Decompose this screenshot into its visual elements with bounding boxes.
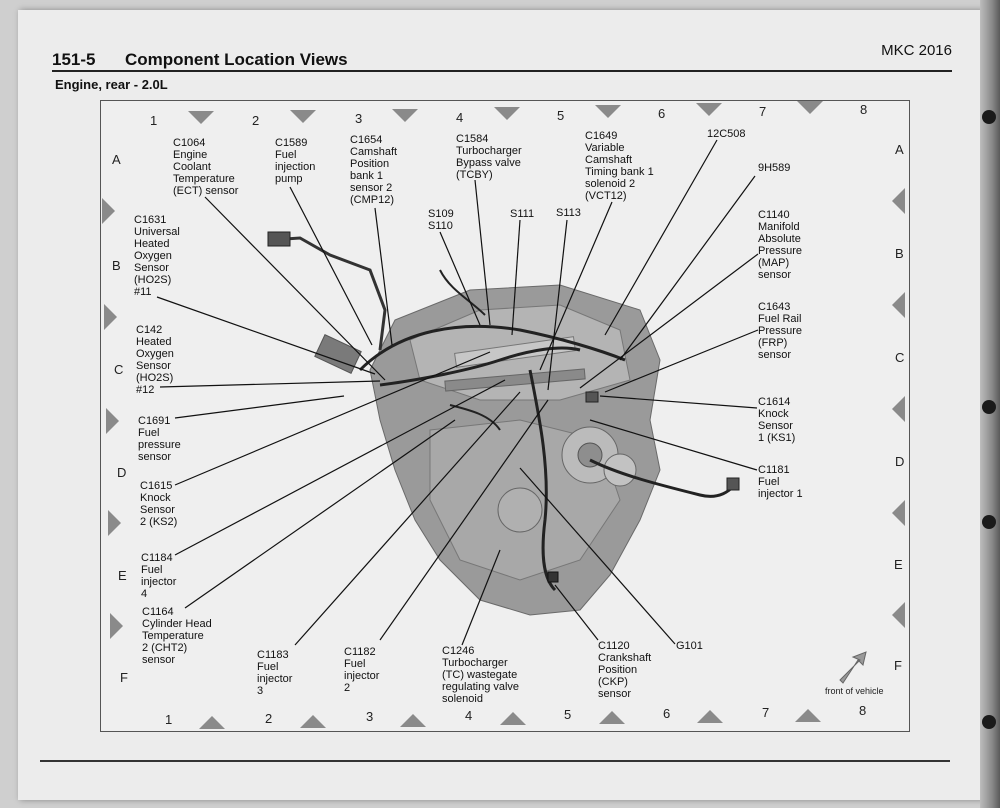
label-c1183: C1183 Fuel injector 3 (257, 649, 293, 697)
grid-col-top: 1 (150, 113, 158, 128)
grid-marker (106, 408, 119, 434)
grid-marker (199, 716, 225, 729)
label-c1631: C1631 Universal Heated Oxygen Sensor (HO… (134, 214, 180, 298)
grid-marker (797, 101, 823, 114)
grid-marker (400, 714, 426, 727)
label-12c508: 12C508 (707, 128, 746, 140)
page-stack-edge (980, 0, 1000, 808)
grid-col-bottom: 4 (465, 708, 473, 723)
leader-lines (156, 139, 759, 646)
grid-marker (892, 396, 905, 422)
front-of-vehicle-arrow-icon (839, 651, 867, 684)
grid-row-left: E (118, 568, 127, 583)
grid-row-right: C (895, 350, 905, 365)
binder-hole (982, 515, 996, 529)
grid-row-left: C (114, 362, 124, 377)
grid-row-left: F (120, 670, 128, 685)
label-c1584: C1584 Turbocharger Bypass valve (TCBY) (456, 133, 522, 181)
label-s111: S111 (510, 208, 535, 220)
grid-row-right: E (894, 557, 903, 572)
grid-marker (892, 188, 905, 214)
view-subtitle: Engine, rear - 2.0L (55, 77, 168, 92)
label-c1614: C1614 Knock Sensor 1 (KS1) (758, 396, 796, 444)
label-s109-s110: S109 S110 (428, 208, 454, 232)
grid-marker (795, 709, 821, 722)
label-c1589: C1589 Fuel injection pump (275, 137, 316, 185)
grid-col-bottom: 5 (564, 707, 572, 722)
grid-marker (188, 111, 214, 124)
grid-marker (696, 103, 722, 116)
label-c1643: C1643 Fuel Rail Pressure (FRP) sensor (758, 301, 803, 361)
grid-marker (392, 109, 418, 122)
label-c142: C142 Heated Oxygen Sensor (HO2S) #12 (136, 324, 174, 396)
grid-row-left: B (112, 258, 121, 273)
grid-marker (110, 613, 123, 639)
grid-row-left: D (117, 465, 127, 480)
grid-col-top: 7 (759, 104, 767, 119)
grid-col-top: 5 (557, 108, 565, 123)
engine-illustration (267, 231, 740, 616)
label-c1246: C1246 Turbocharger (TC) wastegate regula… (442, 645, 520, 705)
grid-marker (599, 711, 625, 724)
grid-col-bottom: 7 (762, 705, 770, 720)
grid-marker (697, 710, 723, 723)
binder-hole (982, 400, 996, 414)
label-g101: G101 (676, 640, 703, 652)
grid-col-bottom: 1 (165, 712, 173, 727)
grid-marker (892, 500, 905, 526)
grid-marker (595, 105, 621, 118)
section-number: 151-5 (52, 50, 96, 69)
grid-row-left: A (112, 152, 121, 167)
grid-marker (494, 107, 520, 120)
grid-col-bottom: 3 (366, 709, 374, 724)
grid-col-bottom: 6 (663, 706, 671, 721)
header-rule (52, 70, 952, 72)
binder-hole (982, 715, 996, 729)
grid-col-bottom: 2 (265, 711, 273, 726)
label-c1120: C1120 Crankshaft Position (CKP) sensor (598, 640, 652, 700)
footer-rule (40, 760, 950, 762)
grid-row-right: B (895, 246, 904, 261)
label-c1184: C1184 Fuel injector 4 (141, 552, 177, 600)
binder-hole (982, 110, 996, 124)
label-c1064: C1064 Engine Coolant Temperature (ECT) s… (173, 137, 239, 197)
grid-col-top: 4 (456, 110, 464, 125)
label-c1691: C1691 Fuel pressure sensor (138, 415, 181, 463)
grid-col-top: 8 (860, 102, 868, 117)
grid-marker (104, 304, 117, 330)
label-c1181: C1181 Fuel injector 1 (758, 464, 803, 500)
grid-marker (108, 510, 121, 536)
label-c1615: C1615 Knock Sensor 2 (KS2) (140, 480, 178, 528)
grid-marker (500, 712, 526, 725)
grid-marker (892, 292, 905, 318)
grid-col-top: 3 (355, 111, 363, 126)
grid-col-top: 6 (658, 106, 666, 121)
grid-row-right: F (894, 658, 902, 673)
grid-marker (300, 715, 326, 728)
grid-row-right: A (895, 142, 904, 157)
grid-marker (892, 602, 905, 628)
grid-marker (290, 110, 316, 123)
grid-marker (102, 198, 115, 224)
front-of-vehicle-label: front of vehicle (825, 686, 884, 696)
label-c1140: C1140 Manifold Absolute Pressure (MAP) s… (758, 209, 803, 281)
page-title: Component Location Views (125, 50, 348, 69)
label-c1164: C1164 Cylinder Head Temperature 2 (CHT2)… (142, 606, 212, 666)
label-s113: S113 (556, 207, 581, 219)
grid-col-top: 2 (252, 113, 260, 128)
label-c1182: C1182 Fuel injector 2 (344, 646, 380, 694)
label-9h589: 9H589 (758, 162, 791, 174)
grid-row-right: D (895, 454, 905, 469)
label-c1649: C1649 Variable Camshaft Timing bank 1 so… (585, 130, 654, 202)
model-year: MKC 2016 (881, 42, 952, 59)
label-c1654: C1654 Camshaft Position bank 1 sensor 2 … (350, 134, 398, 206)
grid-col-bottom: 8 (859, 703, 867, 718)
